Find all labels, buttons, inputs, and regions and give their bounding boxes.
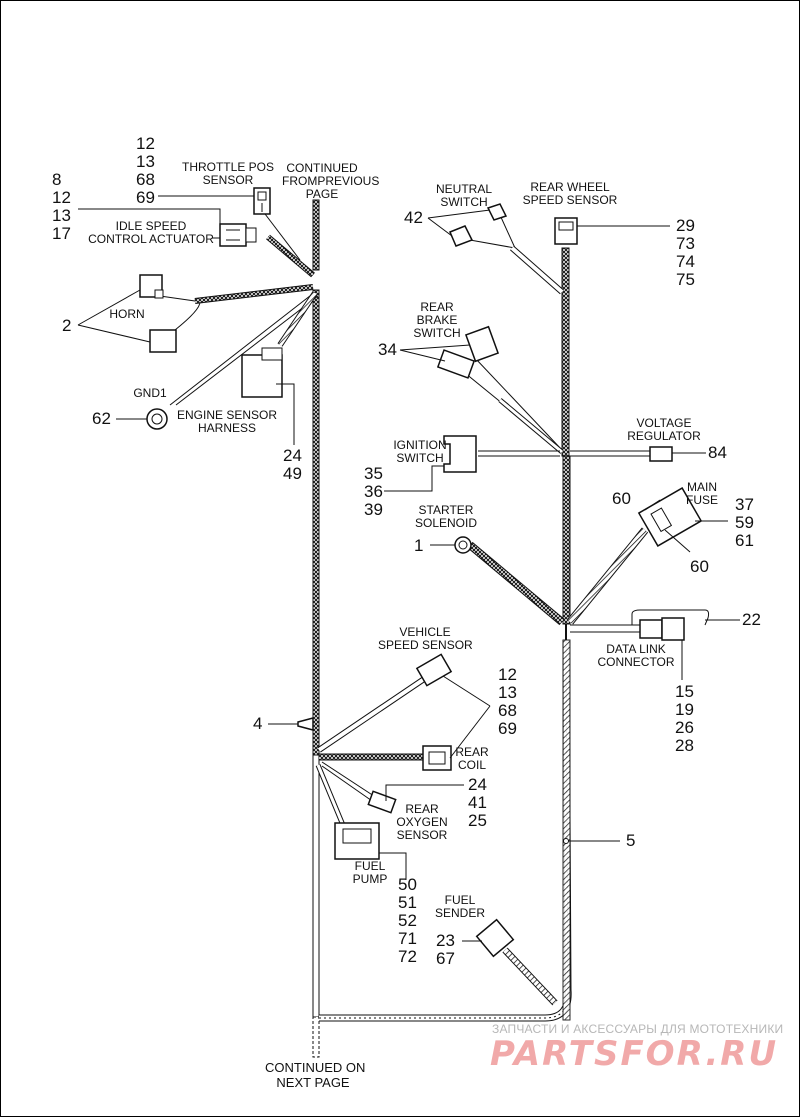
callout-horn: 2	[62, 316, 72, 335]
rear-wheel-connector	[554, 217, 578, 245]
callout-voltage: 84	[708, 443, 727, 462]
rear-oxygen-label: REAR OXYGEN SENSOR	[396, 802, 448, 842]
callout-throttle: 12 13 68 69	[136, 134, 155, 207]
callout-rear-wheel: 29 73 74 75	[676, 216, 695, 289]
ground-branches	[169, 291, 319, 406]
horn-connector-lower	[149, 329, 177, 353]
neutral-switch-label: NEUTRAL SWITCH	[435, 182, 492, 209]
fuel-sender-connector	[475, 918, 515, 958]
main-fuse-block	[637, 487, 703, 547]
main-fuse-branch	[566, 527, 649, 625]
throttle-pos-connector	[253, 187, 271, 215]
callout-starter: 1	[414, 536, 424, 555]
neutral-switch-connectors	[449, 203, 508, 247]
starter-branch	[467, 541, 565, 626]
fuel-sender-branch	[502, 947, 558, 1006]
lower-left-branches	[315, 672, 432, 831]
watermark-tagline: ЗАПЧАСТИ И АКСЕССУАРЫ ДЛЯ МОТОТЕХНИКИ	[492, 1022, 784, 1036]
voltage-regulator-connector	[649, 446, 673, 462]
ignition-switch-connector	[443, 435, 477, 473]
data-link-branch	[570, 609, 710, 633]
callout-fuel-pump: 50 51 52 71 72	[398, 875, 417, 966]
continued-on-label: CONTINUED ON NEXT PAGE	[265, 1060, 366, 1090]
engine-sensor-label: ENGINE SENSOR HARNESS	[176, 408, 278, 435]
vehicle-speed-label: VEHICLE SPEED SENSOR	[378, 625, 473, 652]
callout-data-link-top: 22	[742, 610, 761, 629]
engine-sensor-connector	[241, 347, 283, 398]
horn-label: HORN	[109, 307, 145, 321]
voltage-regulator-label: VOLTAGE REGULATOR	[627, 416, 701, 443]
rear-brake-connectors	[436, 325, 500, 379]
callout-ignition: 35 36 39	[364, 464, 383, 519]
main-fuse-label: MAIN FUSE	[685, 480, 718, 507]
rear-coil-label: REAR COIL	[455, 745, 489, 772]
callout-engine: 24 49	[283, 446, 302, 483]
starter-ring-terminal	[454, 536, 472, 554]
rear-oxygen-connector	[367, 790, 397, 814]
idle-speed-label: IDLE SPEED CONTROL ACTUATOR	[88, 219, 214, 246]
right-main-harness	[319, 247, 572, 1022]
callout-vehicle-speed: 12 13 68 69	[498, 665, 517, 738]
callout-rear-oxygen: 24 41 25	[468, 775, 487, 830]
gnd1-label: GND1	[133, 386, 167, 400]
gnd1-ring-terminal	[146, 408, 168, 430]
rear-coil-connector	[422, 745, 452, 771]
left-main-harness	[312, 199, 320, 1058]
data-link-label: DATA LINK CONNECTOR	[597, 642, 675, 669]
data-link-connector	[639, 617, 685, 641]
callout-clip: 4	[253, 714, 263, 733]
watermark-logo: PARTSFOR.RU	[490, 1034, 779, 1074]
leader-lines	[77, 195, 740, 942]
rear-brake-label: REAR BRAKE SWITCH	[413, 300, 461, 340]
callout-gnd: 62	[92, 409, 111, 428]
starter-solenoid-label: STARTER SOLENOID	[414, 503, 477, 530]
neutral-branch	[469, 214, 564, 295]
ignition-switch-label: IGNITION SWITCH	[393, 438, 447, 465]
rear-brake-branch	[464, 357, 564, 454]
fuel-pump-label: FUEL PUMP	[352, 859, 388, 886]
vehicle-speed-connector	[415, 653, 453, 687]
callout-brake: 34	[378, 340, 397, 359]
ignition-voltage-branch	[478, 450, 650, 457]
callout-fuse-left: 60	[612, 489, 631, 508]
continued-from-label: CONTINUED FROMPREVIOUS PAGE	[282, 161, 380, 201]
callout-neutral: 42	[404, 208, 423, 227]
rear-wheel-label: REAR WHEEL SPEED SENSOR	[522, 180, 618, 207]
callout-data-link-bottom: 15 19 26 28	[675, 682, 694, 755]
idle-speed-connector	[219, 223, 257, 247]
fuel-sender-label: FUEL SENDER	[434, 893, 485, 920]
callout-idle: 8 12 13 17	[52, 170, 71, 243]
throttle-pos-label: THROTTLE POS SENSOR	[181, 160, 274, 187]
fuel-pump-connector	[334, 822, 380, 860]
horn-branch	[159, 284, 314, 331]
callout-fuse-right: 37 59 61	[735, 495, 754, 550]
harness-clip	[297, 717, 314, 731]
callout-fuse-bottom: 60	[690, 557, 709, 576]
throttle-idle-branch	[261, 209, 315, 278]
horn-connector-upper	[139, 274, 164, 299]
callout-main-harness: 5	[626, 831, 636, 850]
callout-fuel-sender: 23 67	[436, 931, 455, 968]
